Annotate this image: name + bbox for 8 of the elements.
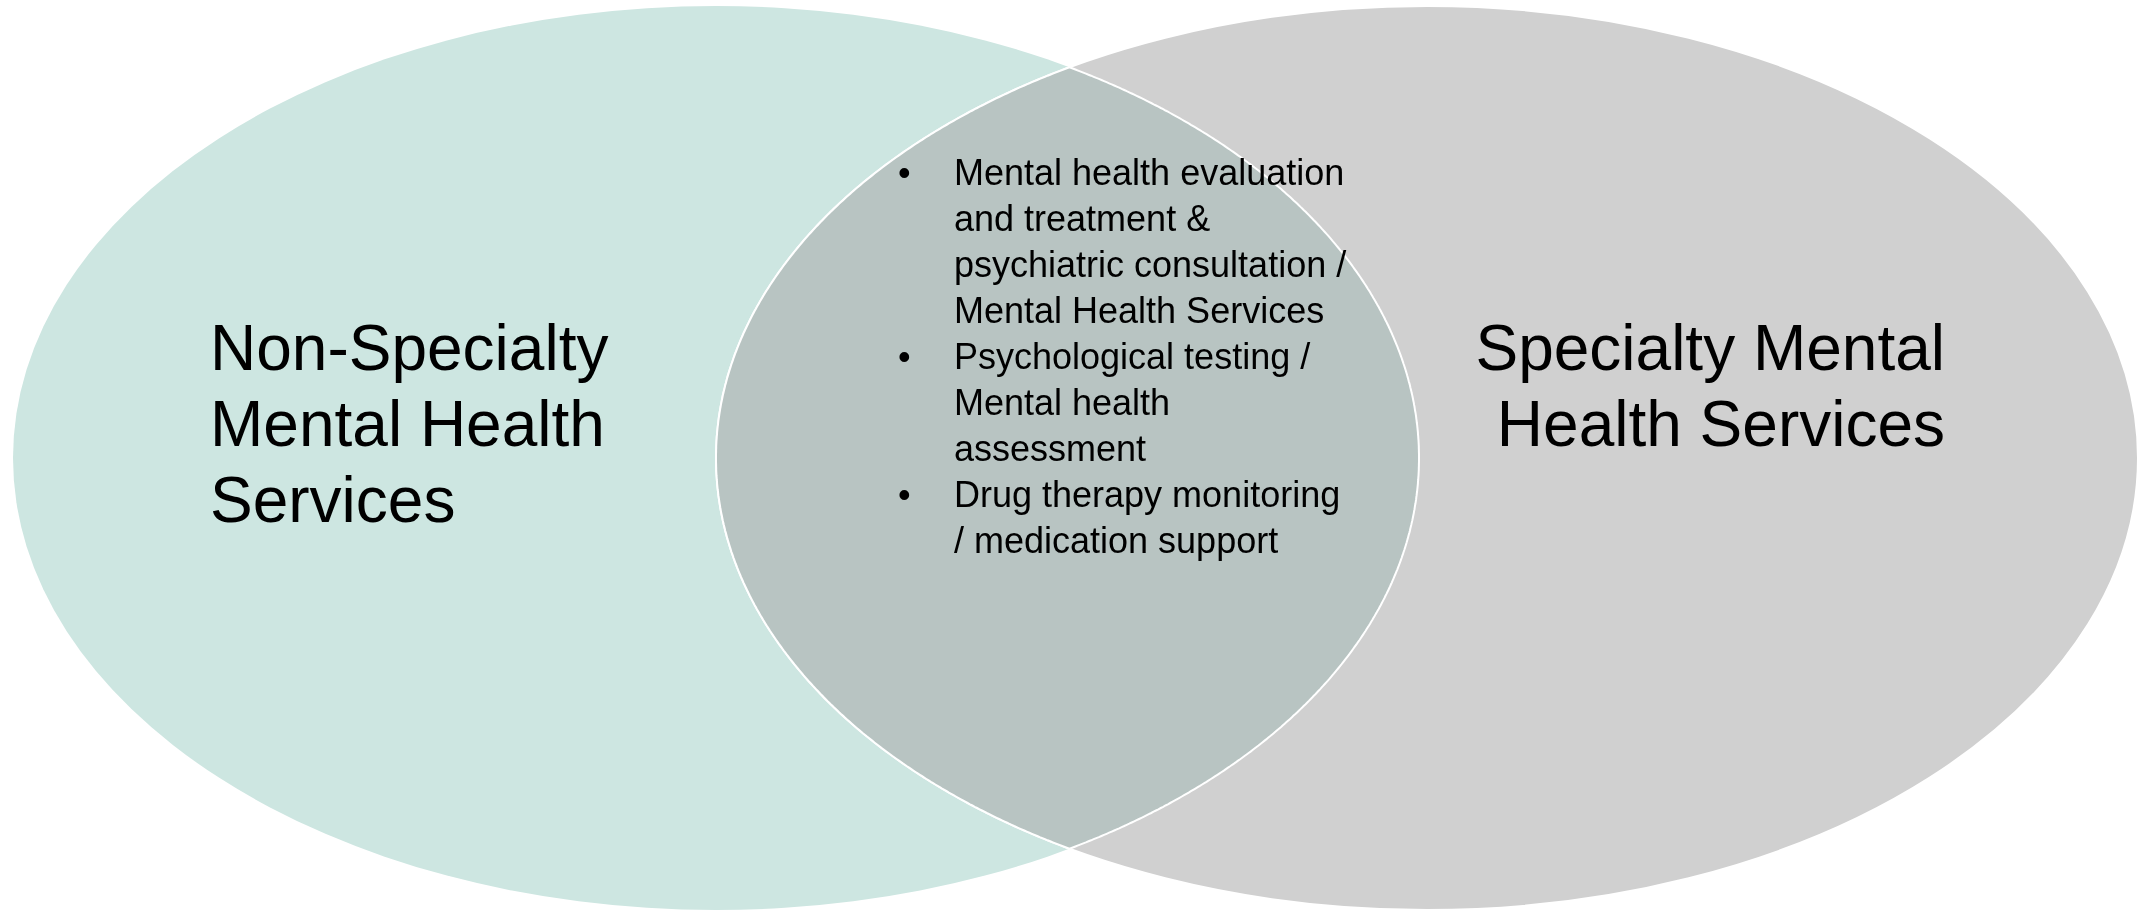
- bullet-item: Psychological testing / Mental health assessment: [954, 335, 1312, 471]
- bullet-item: Mental health evaluation and treatment & psychiatric consultation / Mental Health Services: [954, 151, 1348, 333]
- bullet-marker: •: [898, 151, 911, 195]
- set-label: Non-Specialty Mental Health Services: [210, 311, 610, 538]
- set-label: Specialty Mental Health Services: [1474, 311, 1945, 462]
- bullet-marker: •: [898, 335, 911, 379]
- bullet-marker: •: [898, 473, 911, 517]
- bullet-item: Drug therapy monitoring / medication support: [954, 473, 1342, 563]
